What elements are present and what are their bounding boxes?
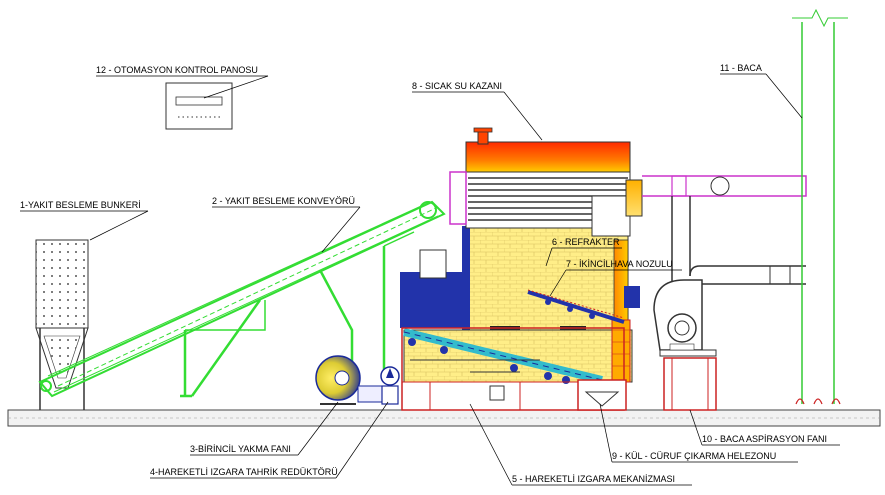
label-secondary-air-nozzle: 7 - İKİNCİLHAVA NOZULU — [566, 259, 673, 269]
labels: 1-YAKIT BESLEME BUNKERİ 2 - YAKIT BESLEM… — [20, 63, 827, 484]
flue-aspiration-fan — [653, 279, 717, 411]
label-hot-water-boiler: 8 - SICAK SU KAZANI — [412, 81, 502, 91]
moving-grate — [401, 327, 625, 411]
label-moving-grate: 5 - HAREKETLİ IZGARA MEKANİZMASI — [512, 474, 675, 484]
primary-combustion-fan — [315, 355, 389, 405]
label-primary-fan: 3-BİRİNCİL YAKMA FANI — [190, 444, 291, 454]
fuel-conveyor — [38, 200, 446, 398]
label-ash-removal-screw: 9 - KÜL - CÜRUF ÇIKARMA HELEZONU — [612, 451, 776, 461]
grate-drive-reducer — [380, 366, 400, 405]
fan-tag — [669, 343, 695, 351]
label-automation-panel: 12 - OTOMASYON KONTROL PANOSU — [96, 65, 258, 75]
label-grate-drive-reducer: 4-HAREKETLİ IZGARA TAHRİK REDÜKTÖRÜ — [150, 467, 338, 477]
chimney — [792, 8, 848, 405]
ash-removal-screw — [577, 379, 627, 411]
label-refractory: 6 - REFRAKTER — [552, 237, 620, 247]
secondary-air-nozzle — [527, 289, 625, 324]
label-flue-aspiration-fan: 10 - BACA ASPİRASYON FANI — [702, 434, 827, 444]
label-fuel-conveyor: 2 - YAKIT BESLEME KONVEYÖRÜ — [212, 196, 355, 206]
hot-water-boiler — [449, 127, 643, 237]
fuel-hopper — [35, 239, 89, 410]
label-chimney: 11 - BACA — [720, 63, 762, 73]
leader-lines — [20, 73, 840, 486]
label-fuel-hopper: 1-YAKIT BESLEME BUNKERİ — [20, 200, 141, 210]
ground — [7, 409, 881, 427]
automation-control-panel — [165, 82, 233, 130]
flue-duct — [642, 175, 807, 295]
